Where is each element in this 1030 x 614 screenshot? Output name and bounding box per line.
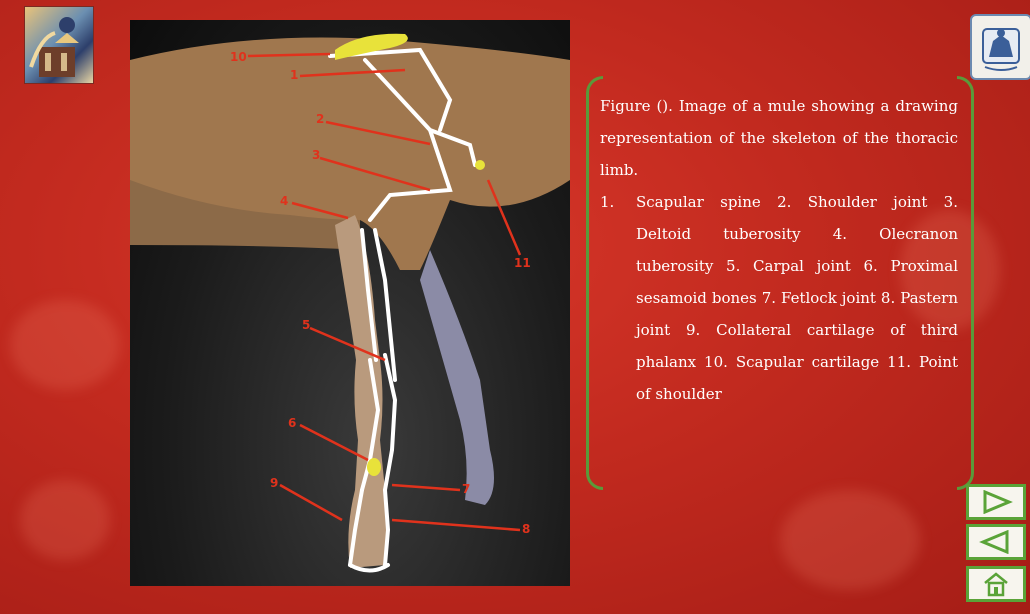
figure-label-10: 10 bbox=[230, 50, 247, 64]
course-logo-icon[interactable] bbox=[24, 6, 94, 84]
home-icon bbox=[981, 571, 1011, 597]
next-arrow-icon bbox=[979, 490, 1013, 514]
figure-label-8: 8 bbox=[522, 522, 530, 536]
figure-label-4: 4 bbox=[280, 194, 288, 208]
previous-button[interactable] bbox=[966, 524, 1026, 560]
figure-label-1: 1 bbox=[290, 68, 298, 82]
figure-label-11: 11 bbox=[514, 256, 531, 270]
institution-logo-icon[interactable] bbox=[970, 14, 1030, 80]
figure-caption: Figure (). Image of a mule showing a dra… bbox=[600, 90, 958, 186]
legend-number: 1. bbox=[600, 186, 636, 410]
figure-label-9: 9 bbox=[270, 476, 278, 490]
background-leaf bbox=[20, 480, 110, 560]
legend-text: Scapular spine 2. Shoulder joint 3. Delt… bbox=[636, 186, 958, 410]
figure-label-7: 7 bbox=[462, 482, 470, 496]
next-button[interactable] bbox=[966, 484, 1026, 520]
figure-label-6: 6 bbox=[288, 416, 296, 430]
right-bracket bbox=[957, 76, 974, 490]
caption-text-block: Figure (). Image of a mule showing a dra… bbox=[600, 90, 958, 410]
background-leaf bbox=[10, 300, 120, 390]
caption-panel: Figure (). Image of a mule showing a dra… bbox=[586, 76, 974, 486]
figure-label-5: 5 bbox=[302, 318, 310, 332]
previous-arrow-icon bbox=[979, 530, 1013, 554]
home-button[interactable] bbox=[966, 566, 1026, 602]
figure-label-3: 3 bbox=[312, 148, 320, 162]
mule-skeleton-figure: 10 1 2 3 4 11 5 6 7 9 8 bbox=[130, 20, 570, 586]
legend: 1. Scapular spine 2. Shoulder joint 3. D… bbox=[600, 186, 958, 410]
figure-label-2: 2 bbox=[316, 112, 324, 126]
background-leaf bbox=[780, 490, 920, 590]
